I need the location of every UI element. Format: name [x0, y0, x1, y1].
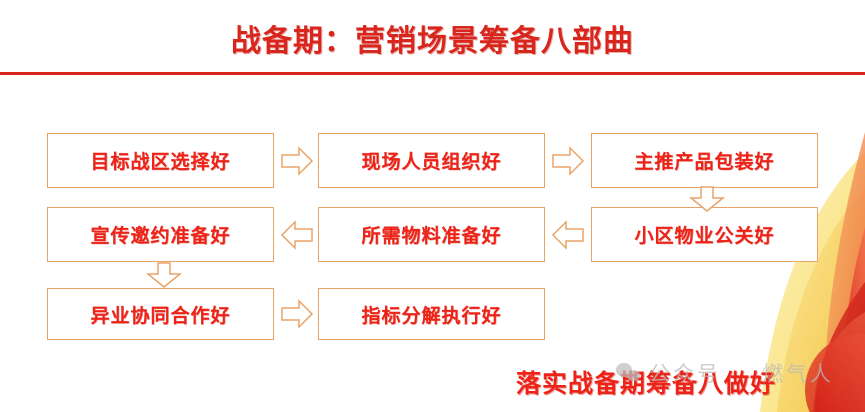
flow-step-7-label: 异业协同合作好	[90, 305, 231, 327]
flow-step-2[interactable]: 现场人员组织好	[318, 133, 545, 188]
arrow-right-icon-1	[281, 145, 314, 177]
bottom-slogan: 落实战备期筹备八做好	[516, 370, 777, 398]
flow-step-1[interactable]: 目标战区选择好	[47, 133, 274, 188]
flow-step-7[interactable]: 异业协同合作好	[47, 288, 274, 340]
arrow-left-icon-2	[280, 219, 313, 251]
page-title: 战备期：营销场景筹备八部曲	[231, 25, 634, 58]
arrow-left-icon-1	[551, 219, 584, 251]
flow-step-1-label: 目标战区选择好	[90, 152, 231, 173]
arrow-right-icon-2	[552, 145, 585, 177]
flow-step-4-label: 小区物业公关好	[634, 226, 775, 247]
flow-step-3-label: 主推产品包装好	[634, 152, 775, 173]
flow-step-6[interactable]: 宣传邀约准备好	[47, 207, 274, 262]
flow-step-5-label: 所需物料准备好	[361, 226, 502, 247]
header-divider	[0, 72, 865, 75]
arrow-down-icon-2	[145, 262, 183, 288]
flow-step-8[interactable]: 指标分解执行好	[318, 288, 545, 340]
flow-step-8-label: 指标分解执行好	[361, 305, 502, 327]
flow-step-4[interactable]: 小区物业公关好	[591, 207, 818, 262]
flow-step-6-label: 宣传邀约准备好	[90, 226, 231, 247]
flow-diagram: 目标战区选择好 现场人员组织好 主推产品包装好 小区物业公关好 所需物料准备好 …	[0, 120, 865, 360]
flow-step-2-label: 现场人员组织好	[361, 152, 502, 173]
flow-step-3[interactable]: 主推产品包装好	[591, 133, 818, 188]
arrow-right-icon-3	[281, 298, 314, 330]
flow-step-5[interactable]: 所需物料准备好	[318, 207, 545, 262]
